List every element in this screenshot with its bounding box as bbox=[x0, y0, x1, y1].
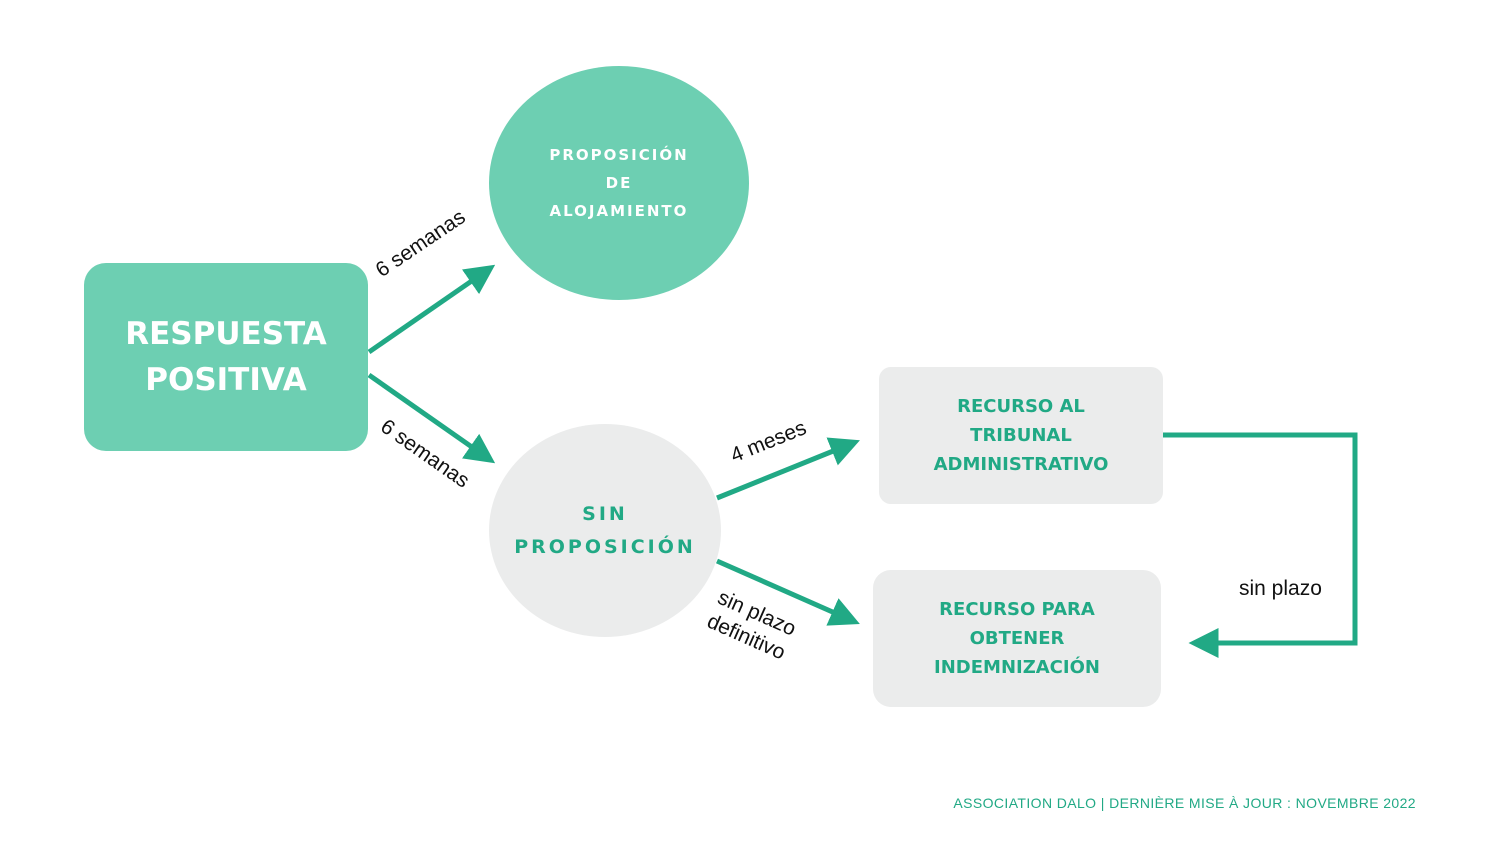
node-label-line: ADMINISTRATIVO bbox=[933, 454, 1109, 475]
node-respuesta-positiva: RESPUESTA POSITIVA bbox=[84, 263, 368, 451]
node-label-line: ALOJAMIENTO bbox=[549, 202, 689, 220]
node-label-line: RECURSO AL bbox=[957, 396, 1085, 417]
node-label-line: SIN bbox=[582, 502, 628, 525]
node-label-line: RESPUESTA bbox=[125, 316, 327, 352]
node-label-line: RECURSO PARA bbox=[939, 599, 1095, 620]
edge-label-tribunal-to-indemnization: sin plazo bbox=[1239, 577, 1322, 600]
arrow-to-tribunal bbox=[716, 437, 860, 501]
node-proposicion-alojamiento: PROPOSICIÓN DE ALOJAMIENTO bbox=[489, 66, 749, 300]
node-sin-proposicion: SIN PROPOSICIÓN bbox=[489, 424, 721, 637]
node-label-line: OBTENER bbox=[969, 628, 1065, 649]
node-label-line: TRIBUNAL bbox=[970, 425, 1072, 446]
arrow-to-indemnization bbox=[715, 558, 860, 626]
node-recurso-indemnizacion: RECURSO PARA OBTENER INDEMNIZACIÓN bbox=[873, 570, 1161, 707]
footer-credit: ASSOCIATION DALO | DERNIÈRE MISE À JOUR … bbox=[953, 795, 1416, 811]
node-label-line: DE bbox=[605, 174, 633, 192]
node-label-line: POSITIVA bbox=[145, 362, 307, 398]
node-label-line: PROPOSICIÓN bbox=[514, 535, 696, 558]
arrow-to-no-proposal bbox=[367, 372, 496, 464]
node-label-line: PROPOSICIÓN bbox=[549, 146, 689, 164]
node-recurso-tribunal: RECURSO AL TRIBUNAL ADMINISTRATIVO bbox=[879, 367, 1163, 504]
node-label-line: INDEMNIZACIÓN bbox=[934, 657, 1100, 678]
arrow-to-proposal bbox=[367, 264, 496, 355]
arrow-tribunal-to-indemnization bbox=[1163, 432, 1358, 658]
